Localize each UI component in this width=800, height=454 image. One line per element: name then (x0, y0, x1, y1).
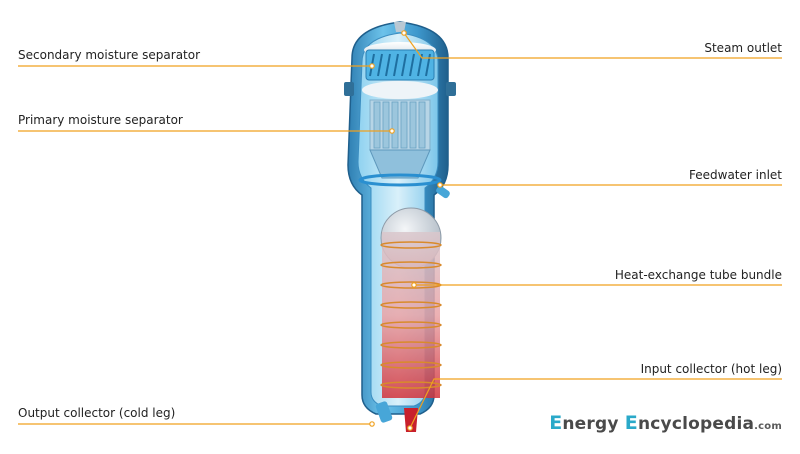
label-secondary-moisture-separator: Secondary moisture separator (18, 48, 201, 62)
brand-initial-1: E (549, 412, 563, 434)
leader-steam (403, 32, 782, 59)
leader-input (409, 378, 782, 429)
brand-initial-2: E (624, 412, 638, 434)
label-input-collector: Input collector (hot leg) (640, 362, 782, 376)
label-feedwater-inlet: Feedwater inlet (689, 168, 782, 182)
leader-primary-dot (389, 128, 395, 134)
leader-feedwater-dot (437, 182, 443, 188)
brand-word-1: nergy (562, 414, 625, 434)
brand-word-2: ncyclopedia (637, 414, 755, 434)
leader-lines (18, 30, 782, 431)
label-heat-exchange-tube-bundle: Heat-exchange tube bundle (614, 268, 782, 282)
label-primary-moisture-separator: Primary moisture separator (18, 113, 183, 127)
brand-domain: .com (754, 421, 782, 432)
primary-separator-graphic (358, 99, 442, 187)
brand-logo: Energy Encyclopedia.com (549, 412, 782, 434)
label-output-collector: Output collector (cold leg) (18, 406, 176, 420)
label-steam-outlet: Steam outlet (704, 41, 782, 55)
leader-steam-dot (401, 30, 407, 36)
nozzles (344, 82, 456, 432)
tube-bundle-graphic (380, 207, 442, 398)
leader-output-dot (369, 421, 375, 427)
leader-input-dot (407, 425, 413, 431)
leader-secondary-dot (369, 63, 375, 69)
leader-tube-bundle-dot (411, 282, 417, 288)
secondary-separator-graphic (362, 22, 438, 99)
